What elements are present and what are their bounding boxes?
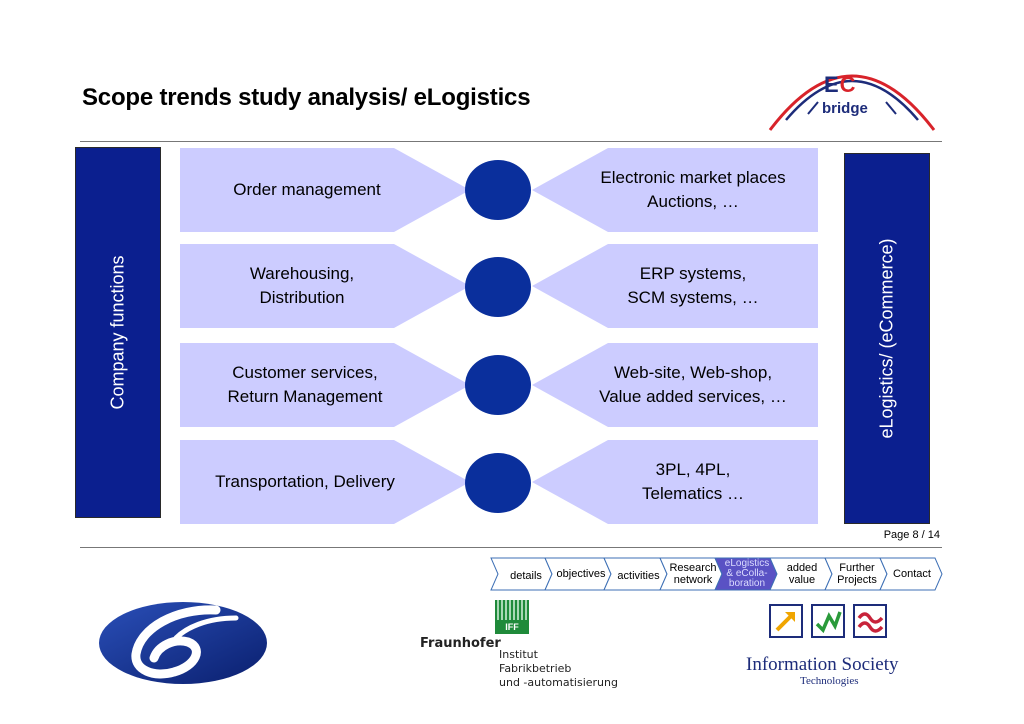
elogistics-panel: eLogistics/ (eCommerce) (844, 153, 930, 524)
nav-tab-objectives[interactable]: objectives (556, 568, 606, 580)
fraunhofer-line3: und -automatisierung (499, 676, 618, 689)
nav-tab-activities[interactable]: activities (617, 569, 660, 582)
bottom-divider (80, 547, 942, 548)
fraunhofer-line1: Institut (499, 648, 538, 661)
row-3-right-text: Web-site, Web-shop, Value added services… (599, 363, 787, 406)
row-3-shapes (180, 343, 818, 427)
arrow-icon (775, 612, 795, 632)
row-4-left-arrow (180, 440, 470, 524)
row-2-connector (465, 257, 531, 317)
row-3-connector (465, 355, 531, 415)
company-functions-panel: Company functions (75, 147, 161, 518)
row-2-right-text: ERP systems, SCM systems, … (627, 264, 759, 307)
fraunhofer-line2: Fabrikbetrieb (499, 662, 572, 675)
bridge-logo-text: bridge (822, 100, 868, 117)
iff-logo-icon: IFF (495, 600, 529, 634)
ist-square-2 (811, 604, 845, 638)
nav-tab-added-value[interactable]: added value (786, 562, 818, 586)
iff-label: IFF (495, 620, 529, 634)
row-1-shapes (180, 148, 818, 232)
page-number: Page 8 / 14 (883, 529, 940, 541)
fp6-swirl-icon (99, 602, 267, 684)
nav-tab-research-network[interactable]: Research network (669, 562, 717, 586)
row-4-right-text: 3PL, 4PL, Telematics … (641, 460, 745, 503)
row-3-left-arrow (180, 343, 470, 427)
ist-logo: Information Society Technologies (744, 602, 934, 692)
row-1-connector (465, 160, 531, 220)
fp6-logo (96, 598, 271, 688)
row-4-shapes (180, 440, 818, 524)
bridge-arch-icon (768, 74, 936, 131)
ist-square-1 (769, 604, 803, 638)
fraunhofer-logo: IFF Fraunhofer Institut Fabrikbetrieb un… (420, 598, 620, 693)
ist-line2: Technologies (800, 675, 859, 687)
row-4-right-arrow (532, 440, 818, 524)
row-3-right-arrow (532, 343, 818, 427)
check-wave-icon (815, 611, 842, 634)
ec-bridge-logo: EC bridge (762, 42, 942, 132)
page-title: Scope trends study analysis/ eLogistics (82, 84, 531, 111)
nav-shape-contact[interactable] (879, 557, 943, 591)
row-4-connector (465, 453, 531, 513)
row-2-shapes (180, 244, 818, 328)
row-2-left-arrow (180, 244, 470, 328)
nav-tab-details[interactable]: details (510, 569, 542, 582)
nav-tab-contact[interactable]: Contact (893, 568, 931, 580)
row-2-left-text: Warehousing, Distribution (249, 264, 355, 307)
top-divider (80, 141, 942, 142)
nav-tab-elogistics[interactable]: eLogistics & eColla- boration (724, 558, 770, 589)
approx-icon (857, 612, 884, 633)
row-1-left-arrow (180, 148, 470, 232)
row-1-right-arrow (532, 148, 818, 232)
row-2-right-arrow (532, 244, 818, 328)
ec-logo-text: EC (824, 72, 857, 97)
nav-tab-further-projects[interactable]: Further Projects (837, 562, 877, 586)
ist-line1: Information Society (746, 654, 899, 675)
row-1-left-text: Order management (233, 180, 381, 199)
ist-square-3 (853, 604, 887, 638)
fraunhofer-brand: Fraunhofer (420, 636, 501, 651)
row-4-left-text: Transportation, Delivery (215, 472, 395, 491)
row-1-right-text: Electronic market places Auctions, … (600, 168, 786, 211)
row-3-left-text: Customer services, Return Management (227, 363, 383, 406)
